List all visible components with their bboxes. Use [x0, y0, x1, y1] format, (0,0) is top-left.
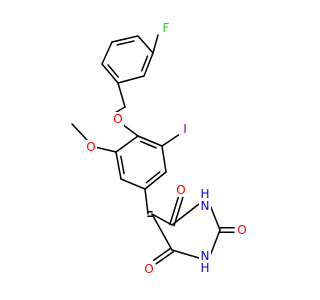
carbonyl-bond	[152, 247, 172, 261]
atom-symbol: O	[86, 140, 95, 154]
atom-label-background	[199, 249, 211, 275]
ring-bond	[151, 213, 173, 226]
aromatic-bond	[101, 63, 119, 84]
c-o-methoxy-bond	[94, 146, 117, 153]
c-ch2-bond	[117, 82, 126, 108]
aromatic-bond	[145, 171, 161, 184]
atom-symbol: H	[200, 187, 209, 201]
aromatic-bond	[107, 64, 119, 78]
ring-bond	[209, 204, 221, 231]
o-methyl-bond	[71, 123, 89, 142]
aromatic-bond	[137, 35, 154, 54]
atom-label-background	[112, 112, 124, 126]
atom-n-label: HN	[199, 187, 211, 213]
ring-bond	[171, 203, 200, 226]
carbonyl-bond	[155, 251, 175, 265]
atom-o-label: O	[112, 112, 124, 126]
atom-label-background	[179, 122, 191, 136]
aromatic-bond	[101, 41, 113, 65]
aromatic-bond	[144, 171, 167, 190]
o-aryl-bond	[121, 123, 139, 137]
aromatic-bond	[116, 40, 135, 46]
atom-symbol: N	[201, 199, 210, 213]
atom-o-label: O	[236, 223, 248, 237]
aromatic-bond	[161, 145, 167, 173]
atom-o-label: O	[143, 262, 155, 276]
atom-i-label: I	[179, 122, 191, 136]
aromatic-bond	[117, 75, 145, 84]
atom-label-background	[175, 183, 187, 197]
aromatic-bond	[120, 155, 125, 175]
carbonyl-bond	[173, 195, 184, 227]
atom-label-background	[85, 140, 97, 154]
ring-bond	[209, 229, 221, 257]
aromatic-bond	[139, 140, 157, 149]
atom-symbol: H	[200, 261, 209, 275]
atom-symbol: I	[183, 122, 187, 136]
c-f-bond	[152, 34, 159, 54]
atom-symbol: O	[113, 112, 122, 126]
atom-symbol: O	[237, 223, 246, 237]
bond-layer	[71, 34, 235, 265]
carbonyl-bond	[169, 194, 180, 226]
atom-symbol: N	[201, 249, 210, 263]
atom-symbol: F	[163, 21, 170, 35]
c-ch-bond	[144, 188, 149, 215]
atom-label-background	[143, 262, 155, 276]
ring-bond	[171, 249, 200, 259]
aromatic-bond	[141, 55, 149, 72]
atom-o-label: O	[175, 183, 187, 197]
atom-f-label: F	[160, 21, 172, 35]
atom-label-background	[160, 21, 172, 35]
atom-label-background	[199, 187, 211, 213]
atom-o-label: O	[85, 140, 97, 154]
aromatic-bond	[120, 178, 146, 190]
ring-bond	[151, 213, 173, 251]
aromatic-bond	[143, 52, 154, 77]
atom-label-background	[236, 223, 248, 237]
aromatic-bond	[115, 151, 122, 180]
aromatic-bond	[137, 135, 163, 147]
atom-symbol: O	[176, 183, 185, 197]
atom-n-label: NH	[199, 249, 211, 275]
atom-symbol: O	[144, 262, 153, 276]
aromatic-bond	[111, 35, 139, 43]
aromatic-bond	[115, 135, 139, 153]
c-i-bond	[161, 133, 181, 147]
